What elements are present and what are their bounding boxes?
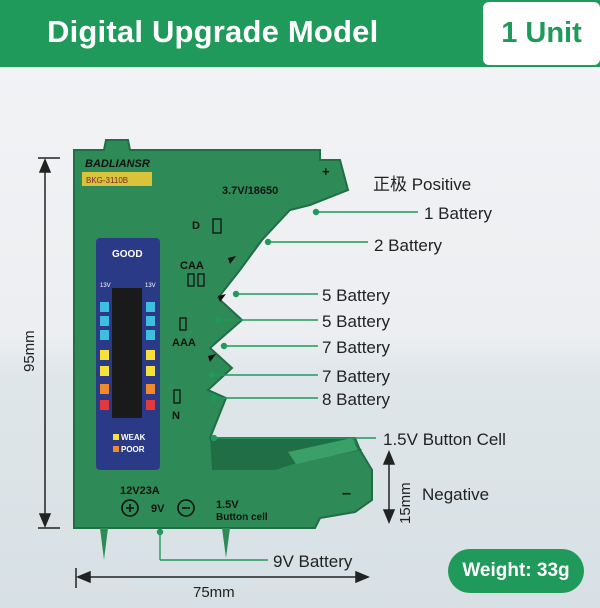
- model-code: BKG-3110B: [86, 176, 128, 185]
- positive-terminal-icon: [121, 499, 139, 517]
- negative-terminal-icon: [177, 499, 195, 517]
- aaa-label: AAA: [172, 337, 196, 349]
- poor-label: POOR: [121, 445, 145, 454]
- display-center-bar: [112, 288, 142, 418]
- v13-right: 13V: [145, 283, 156, 289]
- weight-badge: Weight: 33g: [448, 549, 584, 593]
- arrow-icon: [218, 294, 226, 302]
- good-label: GOOD: [112, 249, 143, 260]
- unit-badge: 1 Unit: [483, 2, 600, 65]
- unit-label: 1 Unit: [501, 17, 582, 49]
- label-negative: Negative: [422, 485, 490, 504]
- callout-leaders: [156, 208, 418, 561]
- width-dimension-text: 75mm: [193, 584, 235, 601]
- height-dimension-line: [38, 157, 60, 529]
- weak-label: WEAK: [121, 433, 146, 442]
- positive-label: 正极 Positive: [373, 175, 472, 194]
- top-voltage-label: 3.7V/18650: [222, 185, 278, 197]
- model-code-plate: [82, 172, 152, 186]
- aaa-battery-icon: [179, 317, 187, 331]
- n-label: N: [172, 410, 180, 422]
- button-cell-label: Button cell: [216, 512, 268, 523]
- v15-label: 1.5V: [216, 499, 239, 511]
- probe-leg-right: [222, 528, 230, 558]
- probe-leg-left: [100, 528, 108, 560]
- label-8-battery: 8 Battery: [322, 390, 391, 409]
- label-button-cell: 1.5V Button Cell: [383, 430, 506, 449]
- label-9v-battery: 9V Battery: [273, 552, 353, 571]
- v13-left: 13V: [100, 283, 111, 289]
- d-battery-icon: [212, 218, 222, 234]
- display-bars-left: [100, 302, 109, 410]
- width-dimension-line: [75, 568, 370, 588]
- title-banner: Digital Upgrade Model 1 Unit: [0, 0, 600, 67]
- arrow-icon: [208, 354, 216, 362]
- v9-label: 9V: [151, 503, 165, 515]
- label-7-battery-b: 7 Battery: [322, 367, 391, 386]
- label-1-battery: 1 Battery: [424, 204, 493, 223]
- display-bars-right: [146, 302, 155, 410]
- minus-mark: –: [342, 485, 351, 502]
- caa-battery-icon: [187, 273, 195, 287]
- height-dimension-text: 95mm: [21, 330, 38, 372]
- brand-name: BADLIANSR: [85, 158, 150, 170]
- depth-dimension-text: 15mm: [397, 482, 414, 524]
- spring-contact: [288, 438, 358, 464]
- label-5-battery-b: 5 Battery: [322, 312, 391, 331]
- arrow-icon: [228, 256, 236, 264]
- plus-mark: +: [322, 164, 330, 179]
- weak-swatch: [113, 434, 119, 440]
- label-7-battery-a: 7 Battery: [322, 338, 391, 357]
- label-2-battery: 2 Battery: [374, 236, 443, 255]
- caa-label: CAA: [180, 260, 204, 272]
- label-5-battery-a: 5 Battery: [322, 286, 391, 305]
- caa-battery-icon-2: [197, 273, 205, 287]
- poor-swatch: [113, 446, 119, 452]
- n-battery-icon: [173, 389, 181, 404]
- v12-label: 12V23A: [120, 485, 160, 497]
- d-label: D: [192, 220, 200, 232]
- banner-title: Digital Upgrade Model: [47, 14, 379, 49]
- depth-dimension-line: [382, 450, 396, 524]
